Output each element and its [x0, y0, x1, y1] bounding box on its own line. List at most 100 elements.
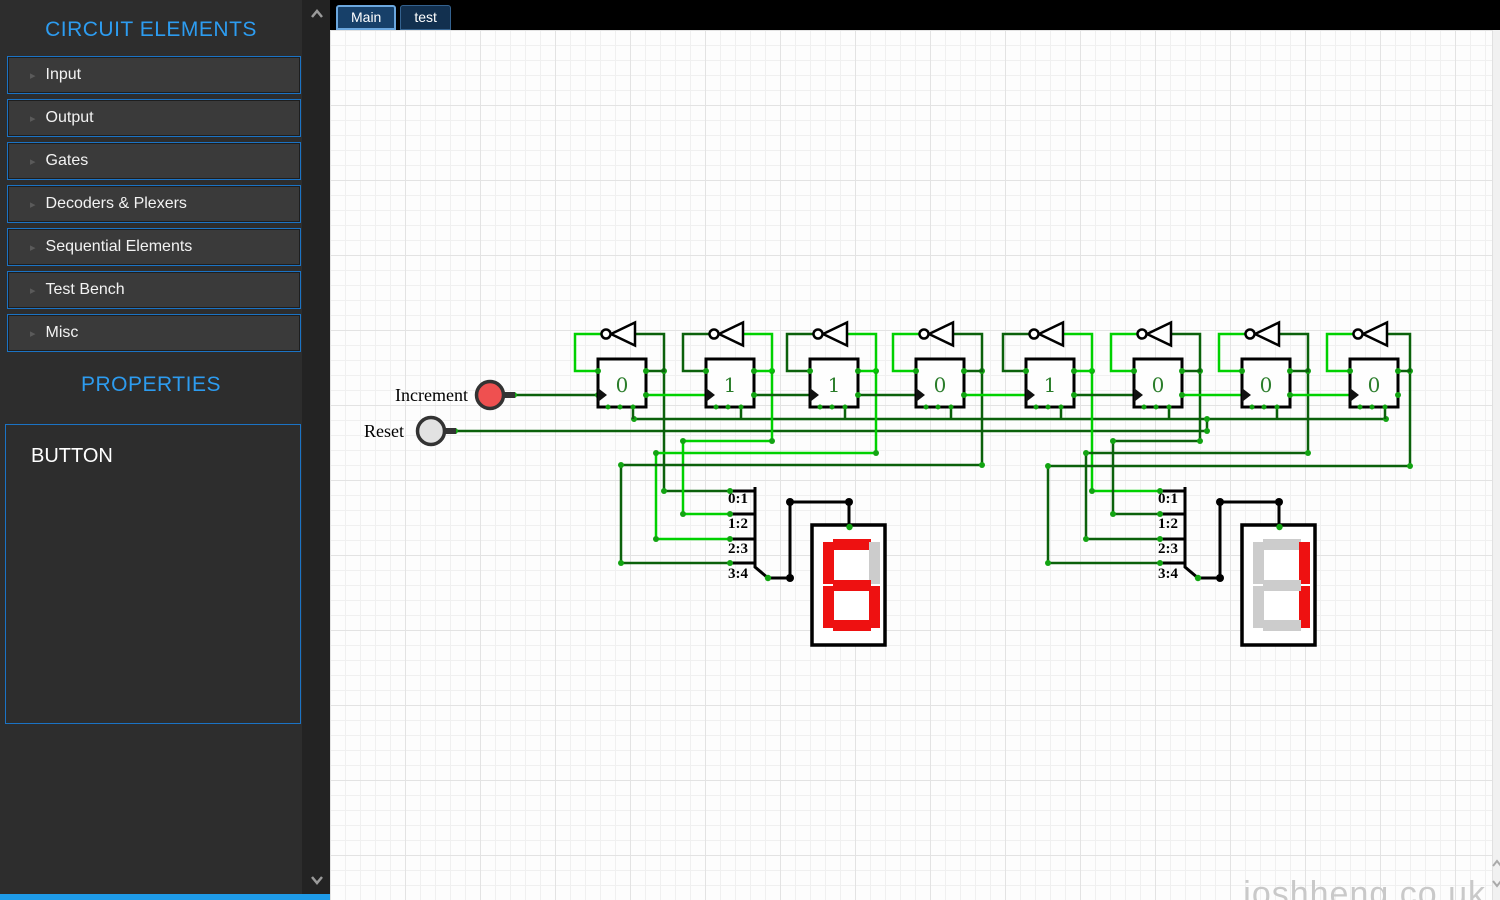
wire-node [1194, 574, 1202, 582]
flip-flop-value: 0 [1368, 373, 1381, 397]
sidebar-item-sequential-elements[interactable]: ▸Sequential Elements [7, 228, 301, 266]
component-label: Reset [364, 421, 404, 441]
wire-node [1166, 404, 1172, 410]
increment-button[interactable] [474, 379, 506, 411]
flip-flop-value: 0 [1260, 373, 1273, 397]
not-gate-bubble [918, 328, 930, 340]
not-gate[interactable] [1360, 320, 1389, 348]
scroll-down-icon[interactable] [309, 874, 325, 886]
wire-node [727, 511, 733, 517]
wire-node [1395, 368, 1401, 374]
not-gate[interactable] [1252, 320, 1281, 348]
wire-node [1058, 404, 1064, 410]
wire-node [703, 368, 709, 374]
sidebar-item-input[interactable]: ▸Input [7, 56, 301, 94]
wire-node [680, 511, 686, 517]
chevron-right-icon: ▸ [30, 284, 36, 297]
canvas-vertical-scrollbar[interactable] [1492, 30, 1500, 900]
flip-flop-value: 0 [616, 373, 629, 397]
segment-g [1263, 580, 1301, 591]
wire-node [1110, 511, 1116, 517]
sidebar-item-gates[interactable]: ▸Gates [7, 142, 301, 180]
wire-node [1157, 560, 1163, 566]
not-gate-bubble [1028, 328, 1040, 340]
wire-node [1216, 574, 1224, 582]
wire-node [1274, 404, 1280, 410]
wire [1217, 332, 1245, 373]
reset-button[interactable] [415, 415, 447, 447]
wire-node [653, 450, 659, 456]
wire-node [1083, 536, 1089, 542]
wire [635, 332, 666, 373]
wire-node [727, 488, 733, 494]
wire-node [1045, 560, 1051, 566]
bus-wire [1183, 487, 1199, 580]
segment-d [1263, 620, 1301, 631]
wire-node [1275, 498, 1283, 506]
wire-node [1157, 511, 1163, 517]
circuit-elements-title: CIRCUIT ELEMENTS [45, 18, 257, 41]
not-gate[interactable] [1144, 320, 1173, 348]
d-flip-flop[interactable] [1132, 357, 1184, 409]
canvas-scroll-down-icon[interactable] [1490, 878, 1500, 890]
watermark: joshheng.co.uk [1243, 875, 1486, 900]
sidebar-item-label: Output [45, 109, 94, 126]
flip-flop-value: 1 [828, 373, 841, 397]
wire-node [1261, 404, 1267, 410]
wire-node [829, 404, 835, 410]
wire-node [769, 438, 775, 444]
sidebar-scrollbar[interactable] [302, 0, 330, 894]
wire-node [1023, 368, 1029, 374]
segment-g [833, 580, 871, 591]
not-gate[interactable] [608, 320, 637, 348]
splitter-range-label: 1:2 [728, 516, 748, 532]
flip-flop-value: 0 [1152, 373, 1165, 397]
wire-node [643, 368, 649, 374]
canvas-scroll-up-icon[interactable] [1490, 858, 1500, 870]
wire-node [1045, 463, 1051, 469]
wire [1387, 332, 1412, 373]
properties-panel: BUTTON BitWidth: 1 Delay: 0 Label: Incre… [5, 424, 301, 724]
tab-test[interactable]: test [400, 5, 451, 30]
not-gate-bubble [600, 328, 612, 340]
sidebar-item-decoders-plexers[interactable]: ▸Decoders & Plexers [7, 185, 301, 223]
wire-node [1131, 368, 1137, 374]
wire-node [979, 462, 985, 468]
wire-node [948, 404, 954, 410]
chevron-right-icon: ▸ [30, 198, 36, 211]
not-gate[interactable] [716, 320, 745, 348]
wire [1063, 332, 1094, 373]
tab-main[interactable]: Main [336, 5, 397, 30]
not-gate[interactable] [820, 320, 849, 348]
wire-node [807, 368, 813, 374]
segment-b [1299, 542, 1310, 584]
not-gate[interactable] [926, 320, 955, 348]
splitter-range-label: 3:4 [728, 566, 748, 582]
wire-node [786, 574, 794, 582]
segment-a [833, 539, 871, 550]
wire-node [961, 368, 967, 374]
sidebar-item-output[interactable]: ▸Output [7, 99, 301, 137]
sidebar-item-test-bench[interactable]: ▸Test Bench [7, 271, 301, 309]
sidebar-item-misc[interactable]: ▸Misc [7, 314, 301, 352]
clock-notch-icon [1026, 388, 1035, 402]
chevron-right-icon: ▸ [30, 155, 36, 168]
scroll-up-icon[interactable] [309, 8, 325, 20]
wire-node [817, 404, 823, 410]
not-gate[interactable] [1036, 320, 1065, 348]
clock-notch-icon [916, 388, 925, 402]
wire-node [725, 404, 731, 410]
wire-node [617, 404, 623, 410]
wire-node [1216, 498, 1224, 506]
d-flip-flop[interactable] [1348, 357, 1400, 409]
wire-node [764, 574, 772, 582]
d-flip-flop[interactable] [914, 357, 966, 409]
wire-node [1357, 404, 1363, 410]
wire [891, 332, 919, 373]
flip-flop-value: 1 [1044, 373, 1057, 397]
wire-node [1287, 368, 1293, 374]
not-gate-bubble [1244, 328, 1256, 340]
segment-c [1299, 586, 1310, 628]
